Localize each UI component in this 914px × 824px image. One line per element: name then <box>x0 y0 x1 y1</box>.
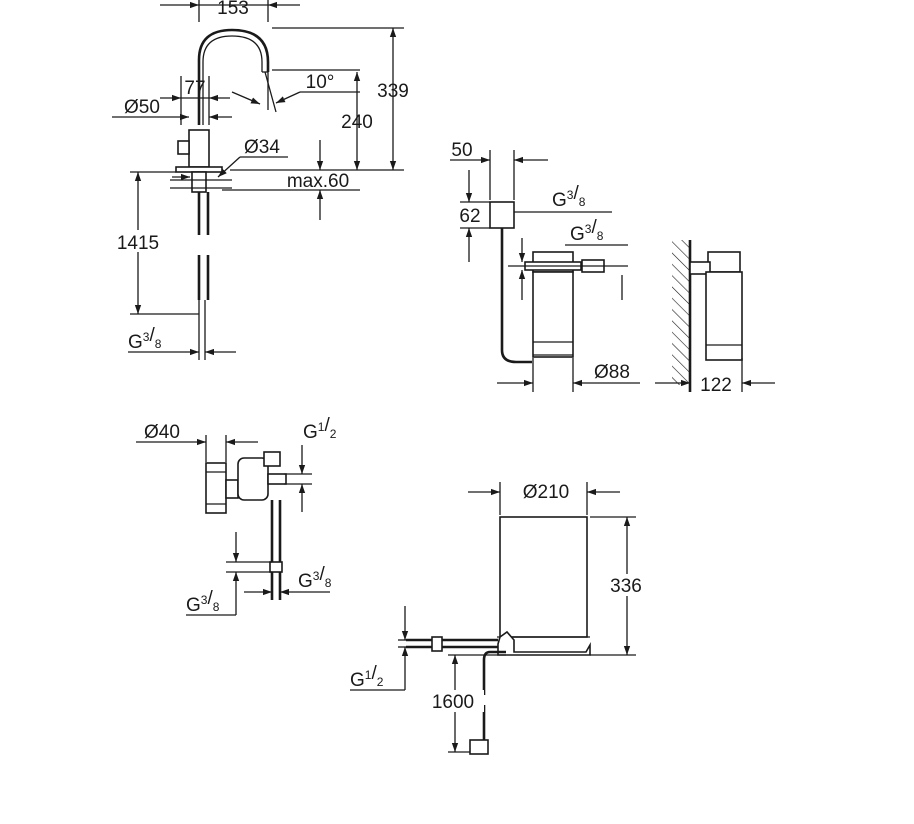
boiler-height-dim: 336 <box>610 576 642 597</box>
boiler-thread-label: G1/2 <box>350 663 384 691</box>
faucet-height-total-dim: 339 <box>377 81 409 102</box>
filter-height-dim: 62 <box>459 206 480 227</box>
faucet-deck-dim: max.60 <box>287 171 349 192</box>
filter-width-dim: 50 <box>451 140 472 161</box>
filter-diameter-dim: Ø88 <box>594 362 630 383</box>
boiler-view: Ø210 336 G1/2 1600 <box>350 482 650 755</box>
faucet-hose-length-dim: 1415 <box>117 233 159 254</box>
filter-thread-mid-label: G3/8 <box>570 217 604 245</box>
boiler-cable-length-dim: 1600 <box>432 692 474 713</box>
faucet-body <box>188 129 210 168</box>
filter-view: 50 62 G3/8 G3/8 Ø88 122 <box>450 140 775 396</box>
boiler-cable <box>482 650 506 695</box>
faucet-hole-dim: Ø34 <box>244 137 280 158</box>
wall-hatch <box>672 240 690 385</box>
valve-thread-left-label: G3/8 <box>186 588 220 616</box>
valve-thread-right-label: G3/8 <box>298 564 332 592</box>
faucet-angle-dim: 10° <box>306 72 335 93</box>
faucet-thread-label: G3/8 <box>128 325 162 353</box>
filter-side-cartridge <box>705 271 743 361</box>
valve-pipe <box>205 462 227 514</box>
faucet-offset-dim: 77 <box>184 78 205 99</box>
valve-thread-in-label: G1/2 <box>303 415 337 443</box>
filter-wall-distance-dim: 122 <box>700 375 732 396</box>
faucet-spout <box>197 28 270 125</box>
valve-diameter-dim: Ø40 <box>144 422 180 443</box>
faucet-width-dim: 153 <box>217 0 249 19</box>
valve-view: Ø40 G1/2 G3/8 G3/8 <box>136 415 337 616</box>
filter-mount-block <box>489 201 515 229</box>
faucet-view: 153 339 10° 240 77 Ø50 Ø34 <box>108 0 409 360</box>
filter-thread-top-label: G3/8 <box>552 183 586 211</box>
boiler-diameter-dim: Ø210 <box>523 482 569 503</box>
boiler-tank <box>499 516 588 638</box>
filter-cartridge <box>532 271 574 358</box>
faucet-base-diameter-dim: Ø50 <box>124 97 160 118</box>
faucet-spout-height-dim: 240 <box>341 112 373 133</box>
